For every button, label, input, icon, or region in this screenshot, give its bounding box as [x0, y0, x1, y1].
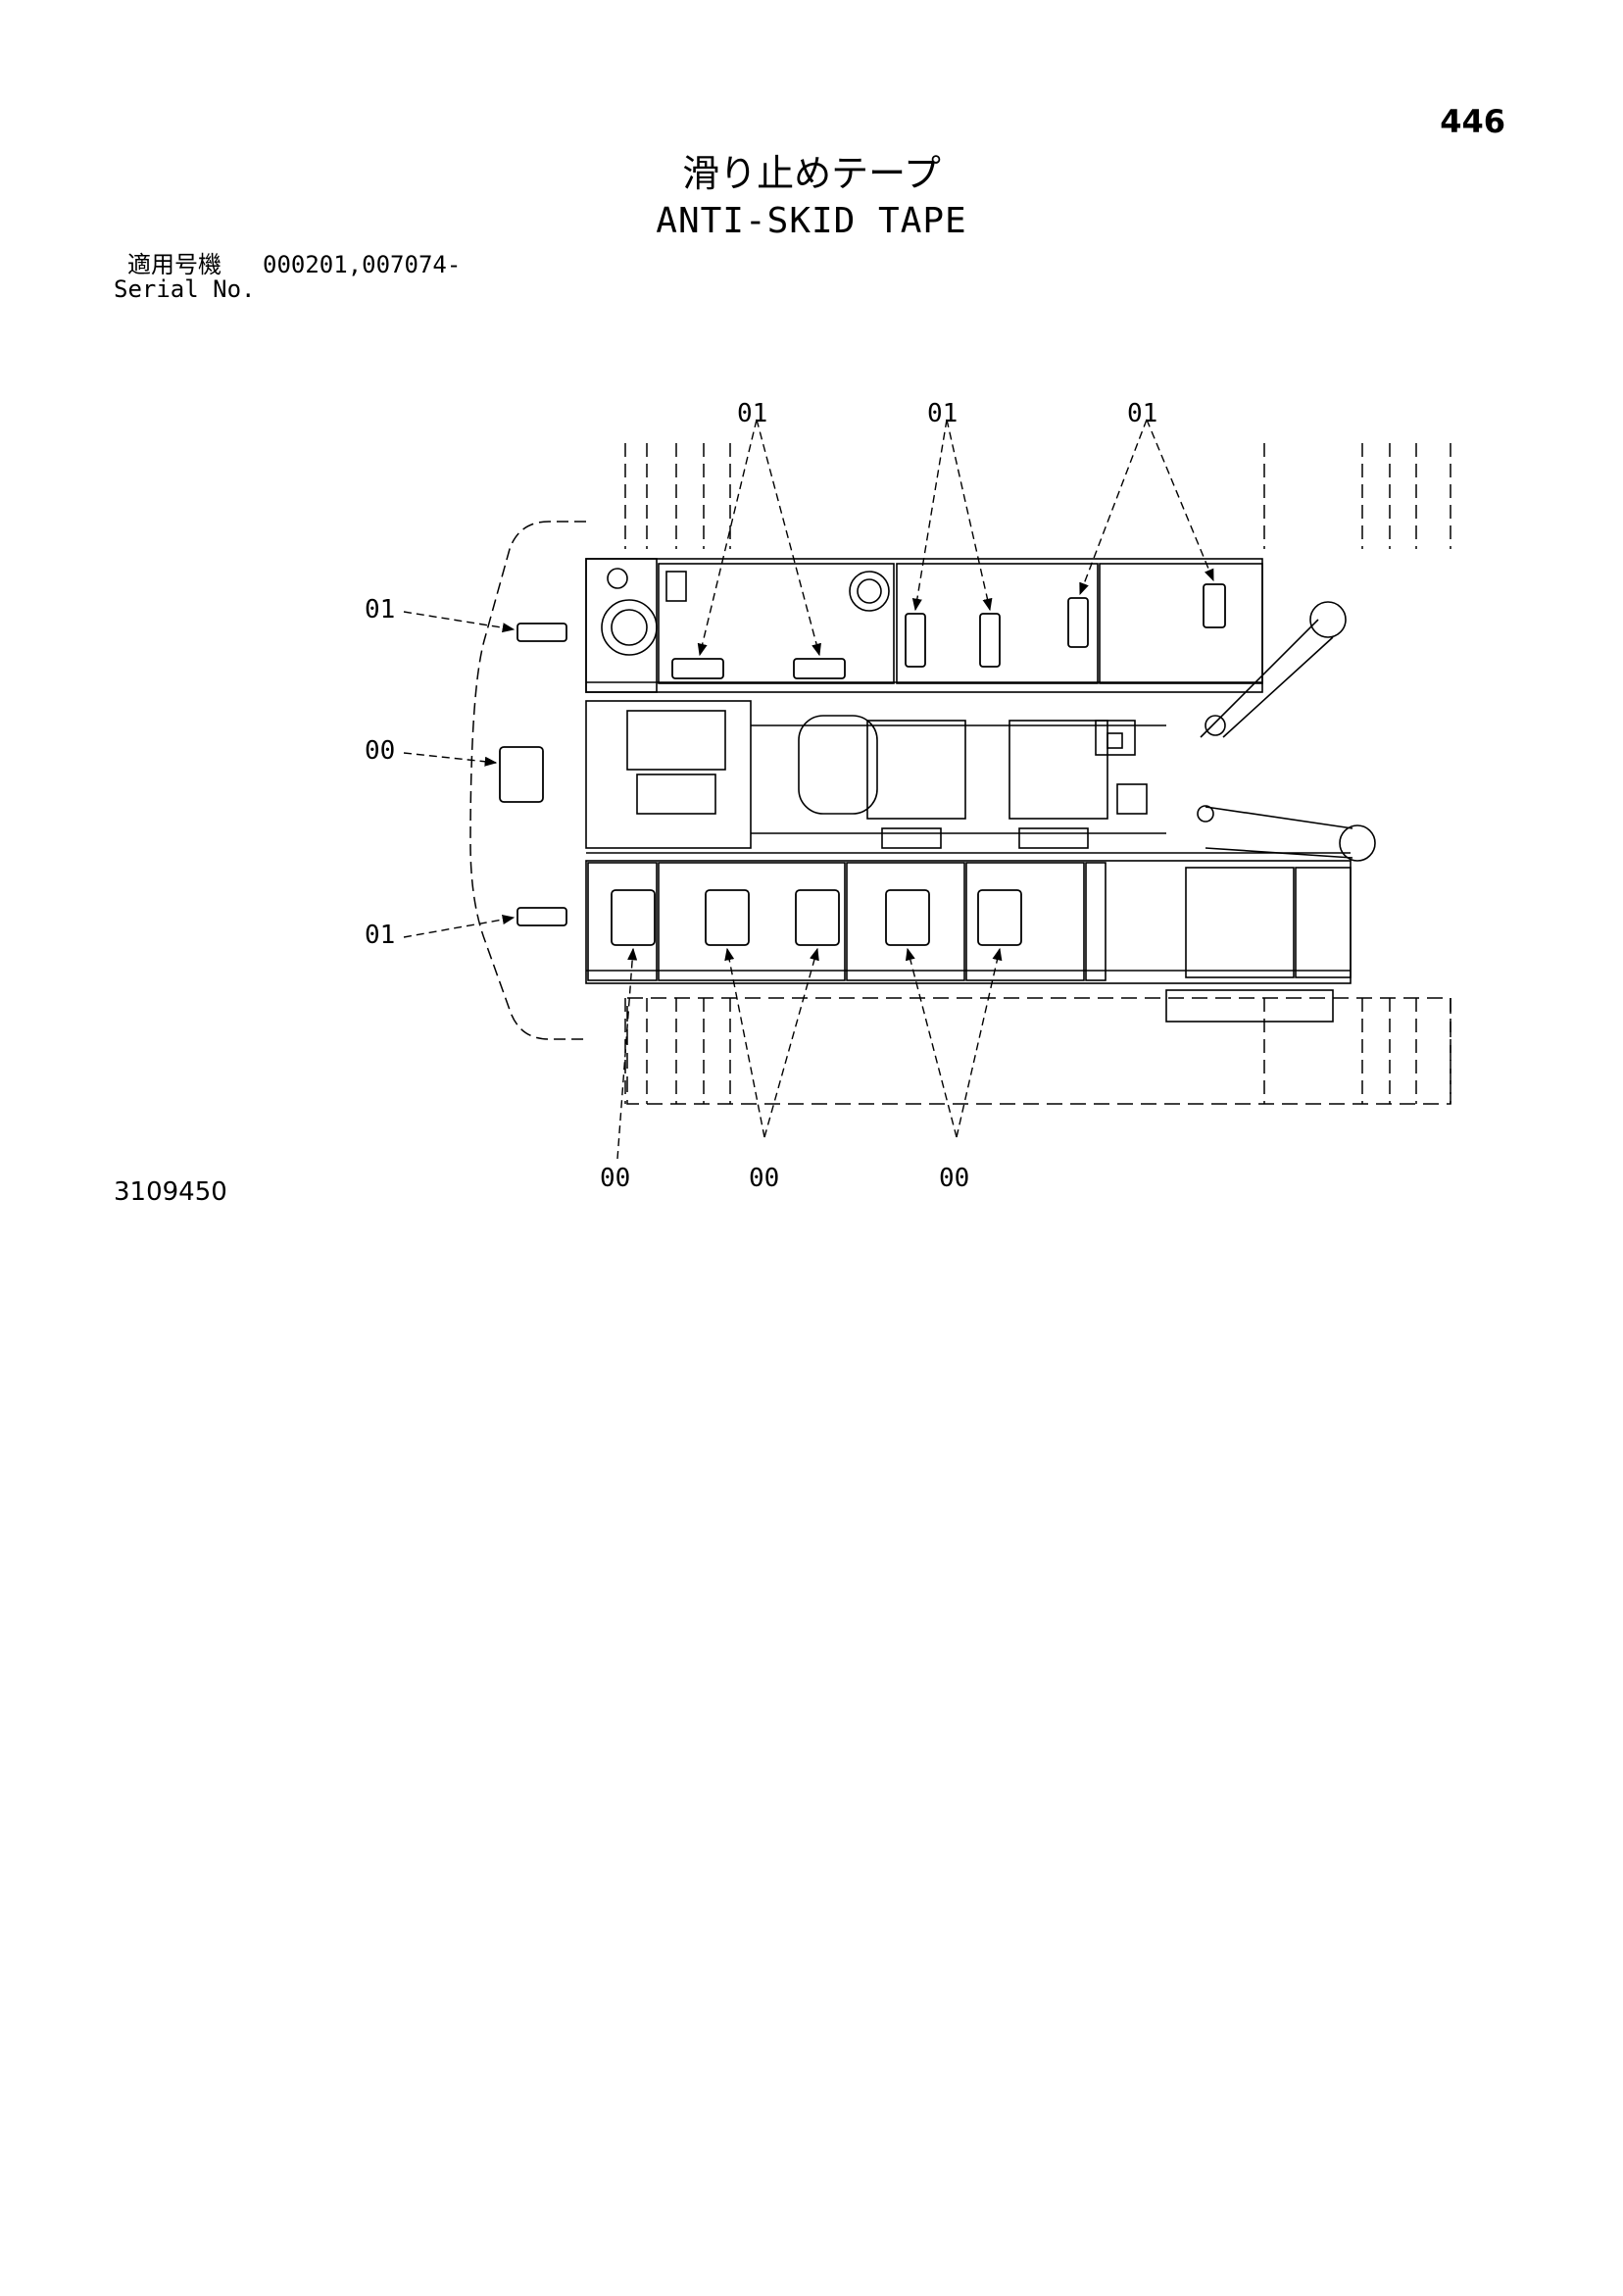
boom-lower	[1197, 805, 1376, 862]
title-english: ANTI-SKID TAPE	[656, 201, 967, 241]
drawing-number: 3109450	[114, 1177, 227, 1207]
leader-lines	[403, 419, 1214, 1160]
counterweight-outline	[469, 521, 586, 1040]
callout-bottom-left: 00	[600, 1164, 630, 1193]
page-number: 446	[1440, 103, 1505, 140]
reference-lines-top	[624, 443, 1451, 549]
track-outline	[626, 997, 1451, 1105]
callout-top-middle: 01	[927, 399, 958, 428]
callout-left-upper: 01	[365, 595, 395, 624]
boom-upper	[1200, 601, 1347, 738]
callout-top-right: 01	[1127, 399, 1157, 428]
tape-pieces-00	[499, 746, 1022, 946]
machine-frame	[585, 558, 1352, 1023]
callout-left-lower: 01	[365, 921, 395, 950]
reference-lines-bottom	[624, 998, 1451, 1104]
callout-bottom-right: 00	[939, 1164, 969, 1193]
callout-top-left: 01	[737, 399, 767, 428]
serial-label-english: Serial No.	[114, 275, 256, 303]
tape-pieces-01	[516, 583, 1226, 926]
title-japanese: 滑り止めテープ	[682, 152, 941, 195]
callout-bottom-middle: 00	[749, 1164, 779, 1193]
serial-label-japanese: 適用号機	[127, 251, 221, 278]
callout-left-middle: 00	[365, 736, 395, 766]
serial-numbers: 000201,007074-	[263, 251, 462, 278]
